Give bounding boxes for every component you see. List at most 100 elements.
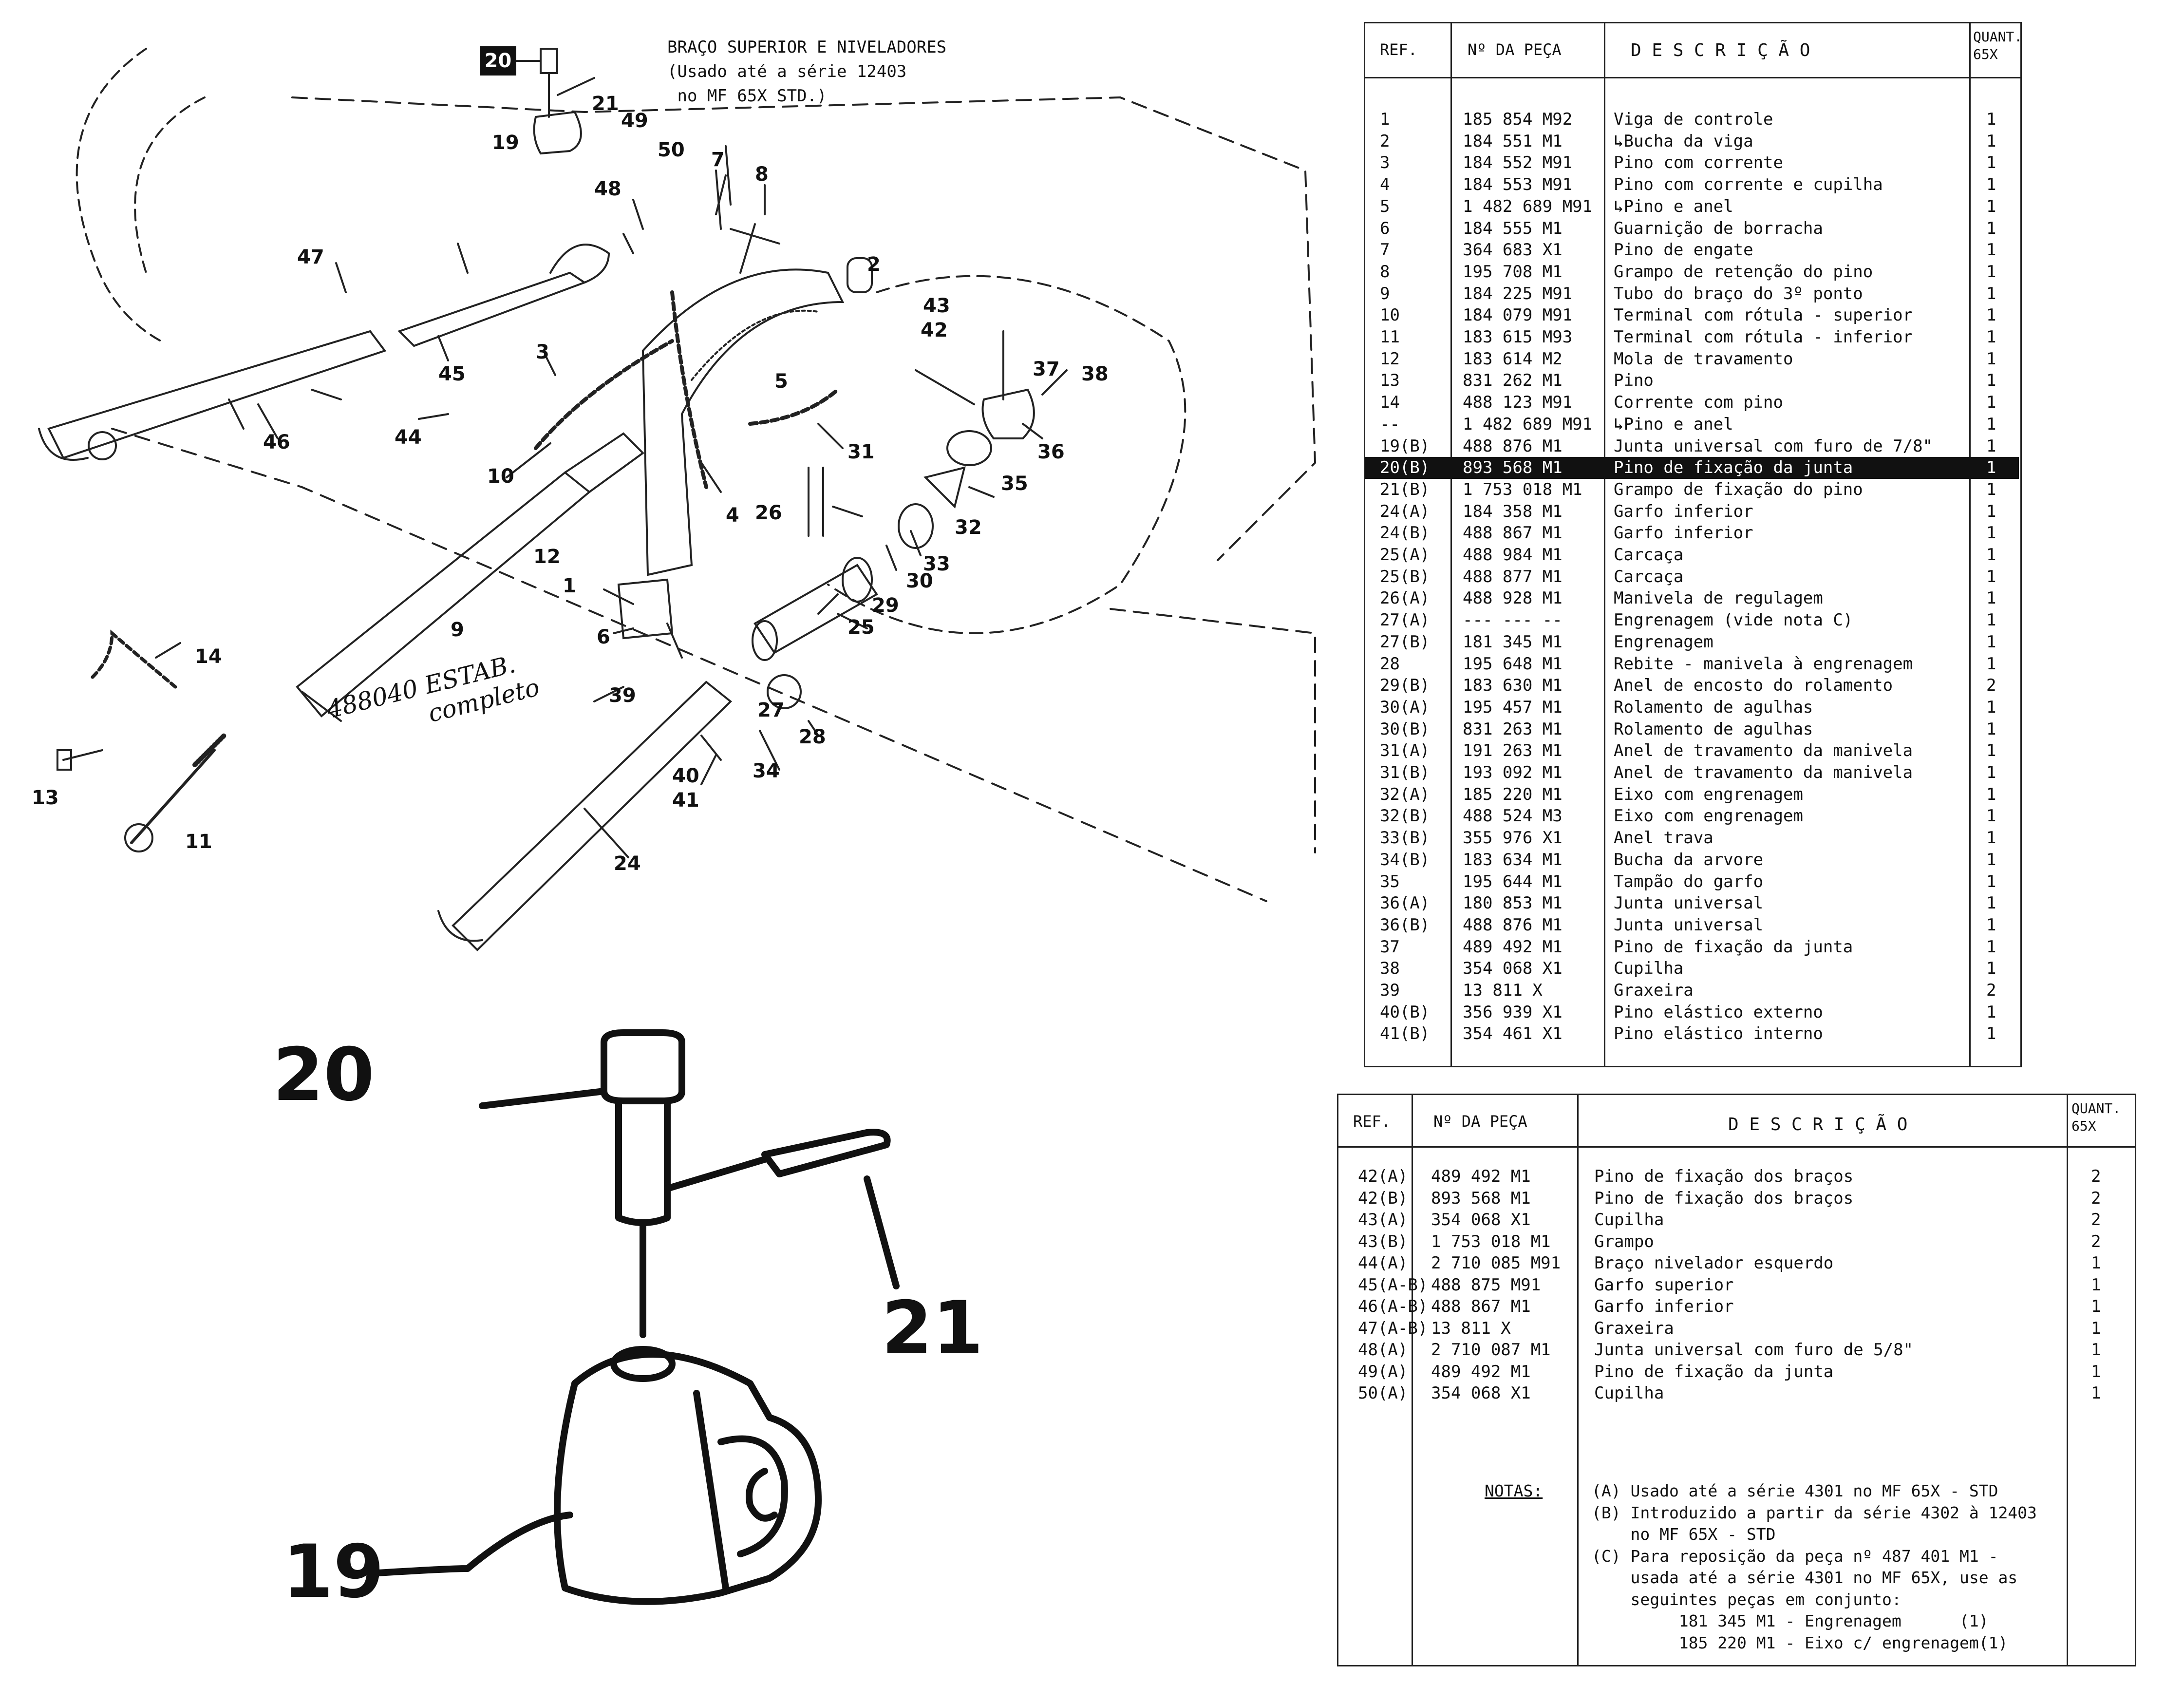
cell-description: Engrenagem (1614, 632, 1713, 652)
callout-5: 5 (774, 370, 788, 393)
cell-quantity: 1 (2091, 1362, 2101, 1381)
cell-quantity: 1 (1986, 893, 1996, 913)
cell-quantity: 1 (1986, 284, 1996, 303)
cell-quantity: 2 (2091, 1167, 2101, 1186)
cell-quantity: 1 (1986, 501, 1996, 521)
cell-quantity: 1 (1986, 741, 1996, 761)
cell-ref: 38 (1380, 959, 1400, 979)
cell-part-number: 195 644 M1 (1463, 871, 1563, 891)
cell-description: Terminal com rótula - inferior (1614, 327, 1913, 347)
callout-34: 34 (753, 760, 780, 782)
callout-42: 42 (921, 319, 948, 341)
callout-11: 11 (185, 831, 212, 853)
cell-part-number: 180 853 M1 (1463, 893, 1563, 913)
cell-ref: -- (1380, 414, 1400, 434)
cell-quantity: 1 (1986, 719, 1996, 739)
cell-ref: 47(A-B) (1358, 1318, 1428, 1338)
callout-27: 27 (757, 699, 785, 721)
cell-ref: 3 (1380, 153, 1390, 173)
parts-table-2: REF. Nº DA PEÇA D E S C R I Ç Ã O QUANT.… (1337, 1094, 2136, 1666)
cell-part-number: 488 867 M1 (1431, 1297, 1531, 1316)
cell-description: Corrente com pino (1614, 393, 1783, 413)
cell-quantity: 1 (1986, 414, 1996, 434)
cell-description: Cupilha (1594, 1383, 1664, 1403)
cell-quantity: 1 (1986, 458, 1996, 478)
cell-part-number: 184 551 M1 (1463, 131, 1563, 151)
col-divider (1604, 23, 1605, 1066)
cell-part-number: 355 976 X1 (1463, 828, 1563, 848)
note-line: 185 220 M1 - Eixo c/ engrenagem(1) (1592, 1633, 2008, 1652)
cell-ref: 36(A) (1380, 893, 1430, 913)
cell-description: Engrenagem (vide nota C) (1614, 610, 1853, 630)
cell-quantity: 2 (2091, 1188, 2101, 1208)
cell-quantity: 1 (1986, 175, 1996, 195)
table-1-header: REF. Nº DA PEÇA D E S C R I Ç Ã O QUANT.… (1365, 23, 2022, 78)
cell-part-number: 356 939 X1 (1463, 1002, 1563, 1022)
cell-description: ↳Bucha da viga (1614, 131, 1753, 151)
cell-ref: 4 (1380, 175, 1390, 195)
cell-quantity: 1 (1986, 828, 1996, 848)
cell-description: Pino (1614, 371, 1654, 391)
cell-description: Pino elástico interno (1614, 1024, 1823, 1044)
col-divider (1450, 23, 1452, 1066)
cell-ref: 7 (1380, 240, 1390, 260)
cell-ref: 27(B) (1380, 632, 1430, 652)
cell-part-number: 489 492 M1 (1431, 1167, 1531, 1186)
cell-part-number: 354 461 X1 (1463, 1024, 1563, 1044)
cell-quantity: 1 (1986, 327, 1996, 347)
note-line: no MF 65X - STD (1592, 1525, 1776, 1544)
cell-ref: 30(B) (1380, 719, 1430, 739)
callout-31: 31 (847, 441, 875, 463)
cell-part-number: 183 630 M1 (1463, 676, 1563, 696)
cell-part-number: 13 811 X (1463, 981, 1543, 1000)
cell-description: Cupilha (1614, 959, 1684, 979)
cell-description: Tubo do braço do 3º ponto (1614, 284, 1863, 303)
col-divider (2067, 1095, 2068, 1665)
cell-ref: 5 (1380, 196, 1390, 216)
diagram-title-line-1: BRAÇO SUPERIOR E NIVELADORES (667, 38, 947, 57)
cell-description: Pino elástico externo (1614, 1002, 1823, 1022)
cell-part-number: 185 854 M92 (1463, 110, 1573, 129)
cell-description: ↳Pino e anel (1614, 414, 1733, 434)
cell-ref: 25(A) (1380, 545, 1430, 565)
cell-ref: 25(B) (1380, 567, 1430, 587)
cell-ref: 13 (1380, 371, 1400, 391)
cell-description: Rolamento de agulhas (1614, 719, 1813, 739)
cell-description: Anel de encosto do rolamento (1614, 676, 1893, 696)
cell-part-number: 488 928 M1 (1463, 588, 1563, 608)
header-description: D E S C R I Ç Ã O (1728, 1115, 1908, 1135)
callout-30: 30 (906, 570, 933, 592)
cell-part-number: 183 634 M1 (1463, 850, 1563, 870)
cell-part-number: 488 876 M1 (1463, 436, 1563, 456)
cell-ref: 10 (1380, 305, 1400, 325)
detail-label-21: 21 (882, 1286, 983, 1371)
cell-ref: 37 (1380, 937, 1400, 957)
callout-1: 1 (563, 575, 576, 597)
cell-part-number: 488 984 M1 (1463, 545, 1563, 565)
callout-21: 21 (592, 93, 619, 115)
cell-description: Pino de fixação da junta (1614, 458, 1853, 478)
callout-29: 29 (872, 594, 899, 617)
callout-13: 13 (32, 787, 59, 809)
cell-ref: 33(B) (1380, 828, 1430, 848)
cell-description: Junta universal (1614, 893, 1764, 913)
cell-quantity: 1 (1986, 131, 1996, 151)
cell-part-number: 184 555 M1 (1463, 218, 1563, 238)
cell-part-number: 195 648 M1 (1463, 654, 1563, 674)
cell-quantity: 1 (1986, 915, 1996, 935)
cell-quantity: 1 (2091, 1383, 2101, 1403)
